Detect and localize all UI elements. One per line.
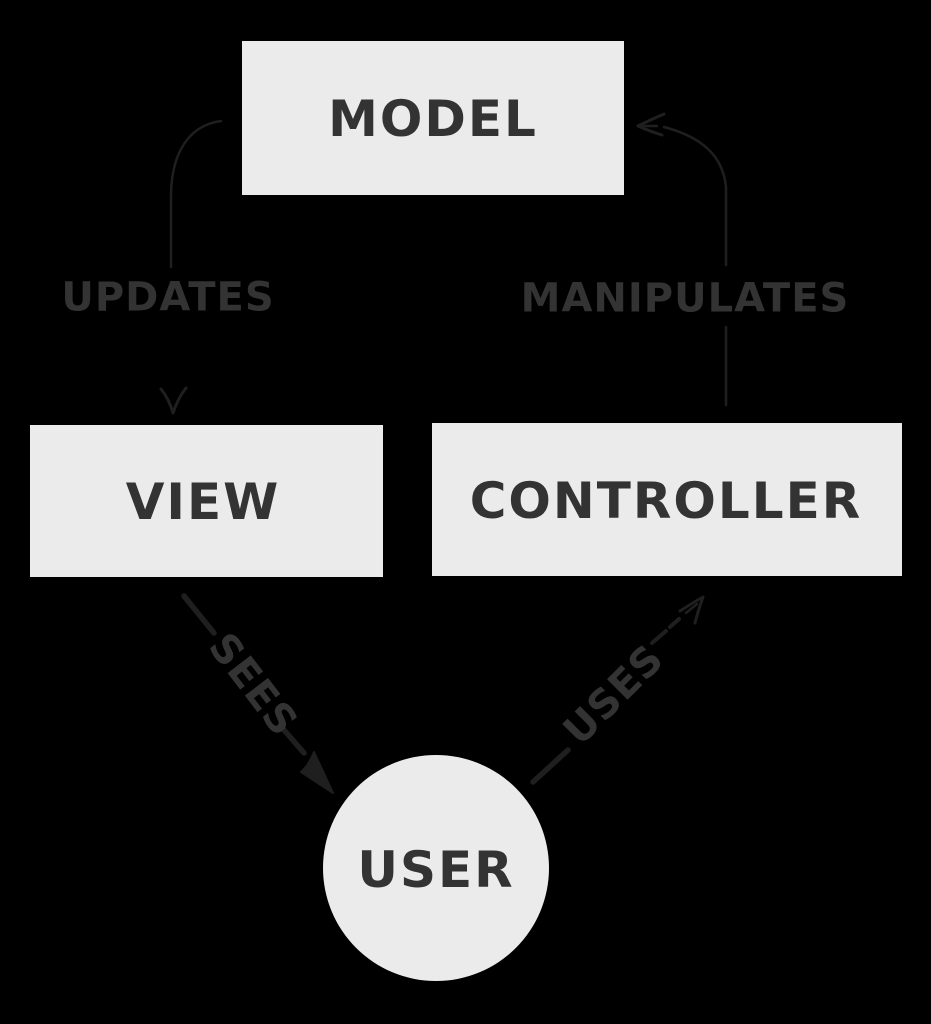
sees-arrowhead-icon (300, 751, 334, 794)
view-node-label: VIEW (126, 473, 281, 531)
uses-arrowhead-notch (684, 602, 699, 615)
user-node (323, 755, 549, 981)
uses-arrow-dash-2 (668, 617, 681, 629)
sees-arrow-segment-1 (181, 593, 217, 636)
model-node (242, 41, 624, 195)
controller-node (432, 423, 902, 576)
uses-arrow-segment-1 (530, 747, 571, 785)
manipulates-arrowhead-icon (636, 112, 666, 137)
arrows-layer (159, 112, 728, 794)
updates-arrowhead-icon (159, 386, 188, 415)
controller-node-label: CONTROLLER (470, 472, 863, 530)
updates-arrow-curve (169, 119, 223, 194)
updates-edge-label: UPDATES (61, 274, 274, 320)
view-node (30, 425, 383, 577)
uses-arrowhead-icon (678, 595, 705, 625)
model-node-label: MODEL (328, 90, 538, 148)
manipulates-arrow-curve (662, 125, 728, 189)
sees-edge-label: SEES (199, 625, 306, 745)
manipulates-edge-label: MANIPULATES (521, 275, 850, 321)
uses-arrow-dash-1 (650, 629, 668, 645)
uses-edge-label: USES (555, 636, 673, 754)
user-node-label: USER (357, 841, 514, 899)
sees-arrow-segment-2 (281, 727, 307, 756)
